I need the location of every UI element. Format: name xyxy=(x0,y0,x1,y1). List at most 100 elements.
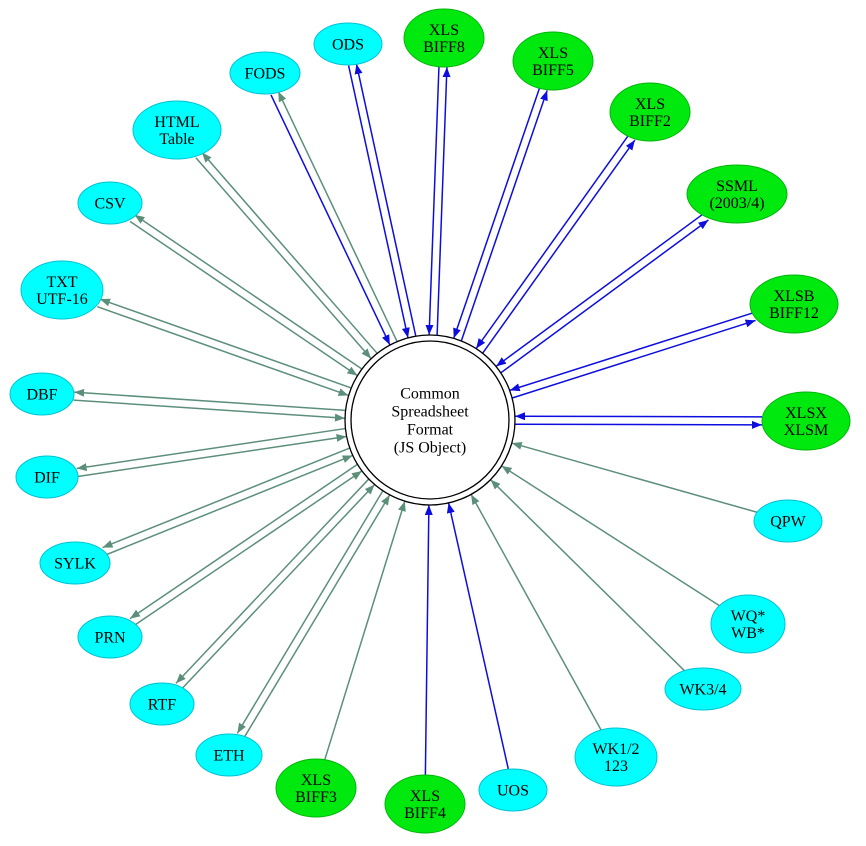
edge-prn-write xyxy=(129,463,358,620)
node-ellipse xyxy=(132,100,222,160)
edge-eth-write xyxy=(236,490,384,734)
node-label: XLS xyxy=(301,772,331,789)
edge-xls-biff8-read xyxy=(425,66,440,335)
node-label: WK1/2 xyxy=(592,741,639,758)
edge-ssml-read xyxy=(495,212,705,367)
edge-xls-biff5-read xyxy=(453,87,541,339)
node-label: DBF xyxy=(26,387,57,404)
node-ellipse xyxy=(129,682,195,726)
node-ellipse xyxy=(761,391,851,451)
node-eth: ETH xyxy=(195,733,263,777)
node-ellipse xyxy=(39,541,111,585)
edge-csv-write xyxy=(134,214,363,370)
node-ellipse xyxy=(275,758,357,818)
node-label: ODS xyxy=(332,37,364,54)
node-ssml: SSML(2003/4) xyxy=(686,164,788,224)
node-label: DIF xyxy=(34,470,60,487)
node-ellipse xyxy=(20,260,104,320)
edge-rtf-write xyxy=(175,478,370,684)
node-label: FODS xyxy=(245,66,286,83)
edge-fods-read xyxy=(270,94,391,346)
node-ellipse xyxy=(403,8,485,68)
node-label: XLS xyxy=(538,45,568,62)
node-label: SYLK xyxy=(54,556,96,573)
node-label: BIFF5 xyxy=(532,62,574,79)
node-label: TXT xyxy=(46,274,77,291)
edges xyxy=(73,63,763,776)
node-label: BIFF3 xyxy=(295,789,337,806)
edge-rtf-read xyxy=(181,484,376,690)
node-label: BIFF4 xyxy=(404,805,446,822)
edge-ssml-write xyxy=(500,219,709,374)
edge-html-write xyxy=(201,152,378,354)
node-label: CSV xyxy=(94,196,126,213)
node-sylk: SYLK xyxy=(39,541,111,585)
node-label: BIFF2 xyxy=(629,113,671,130)
node-label: XLS xyxy=(429,22,459,39)
node-label: RTF xyxy=(148,697,176,714)
edge-dbf-read xyxy=(73,399,345,422)
node-qpw: QPW xyxy=(753,499,823,543)
node-ellipse xyxy=(664,667,742,711)
edge-txt-write xyxy=(99,298,352,389)
node-label: HTML xyxy=(154,114,199,131)
edge-html-read xyxy=(195,157,372,360)
node-label: XLS xyxy=(635,96,665,113)
edge-wq-wb-read xyxy=(501,465,720,607)
node-label: 123 xyxy=(604,758,628,775)
node-label: UTF-16 xyxy=(36,291,88,308)
node-label: XLSM xyxy=(784,422,828,439)
edge-csv-read xyxy=(129,220,358,377)
node-prn: PRN xyxy=(77,615,143,659)
node-label: (2003/4) xyxy=(709,195,764,212)
node-ellipse xyxy=(609,82,691,142)
center-label-line: Common xyxy=(400,386,460,403)
edge-wk12-read xyxy=(470,494,602,731)
node-ellipse xyxy=(229,51,301,95)
edge-xls-biff8-write xyxy=(436,67,451,336)
node-label: XLSX xyxy=(785,405,827,422)
edge-xlsx-read xyxy=(515,412,763,421)
node-label: XLS xyxy=(410,788,440,805)
edge-sylk-read xyxy=(105,454,353,556)
node-ellipse xyxy=(574,727,658,787)
node-rtf: RTF xyxy=(129,682,195,726)
edge-xls-biff5-write xyxy=(460,90,548,342)
node-ellipse xyxy=(512,31,594,91)
node-label: Table xyxy=(159,131,194,148)
node-csv: CSV xyxy=(77,181,143,225)
edge-qpw-read xyxy=(511,441,758,513)
node-wq-wb: WQ*WB* xyxy=(710,594,786,654)
edge-xlsx-write xyxy=(514,420,762,429)
node-ellipse xyxy=(195,733,263,777)
node-label: WB* xyxy=(731,625,765,642)
node-label: BIFF8 xyxy=(423,39,465,56)
node-ellipse xyxy=(15,455,79,499)
node-label: UOS xyxy=(497,783,529,800)
edge-ods-read xyxy=(347,65,410,338)
node-label: QPW xyxy=(770,514,806,531)
node-ods: ODS xyxy=(313,22,383,66)
edge-uos-read xyxy=(446,502,510,770)
center-label-line: Spreadsheet xyxy=(391,404,469,421)
node-label: BIFF12 xyxy=(769,305,819,322)
node-ellipse xyxy=(753,499,823,543)
node-label: ETH xyxy=(213,748,245,765)
edge-xlsb-read xyxy=(509,312,754,392)
center-label-line: Format xyxy=(407,422,454,439)
node-fods: FODS xyxy=(229,51,301,95)
center-label-line: (JS Object) xyxy=(394,440,466,457)
edge-xls-biff2-read xyxy=(475,134,629,349)
node-ellipse xyxy=(749,274,839,334)
